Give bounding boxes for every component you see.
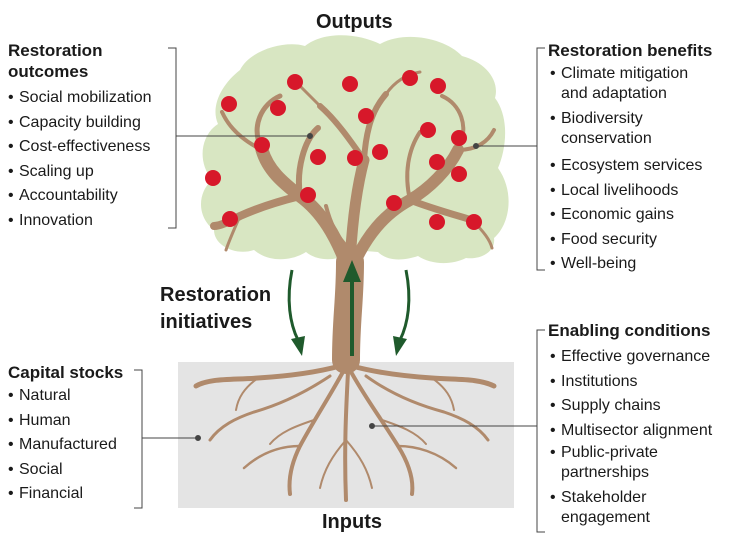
list-item: •Food security (550, 230, 658, 248)
list-item: •Accountability (8, 187, 118, 204)
list-item: •Supply chains (550, 397, 661, 414)
enabling-conditions-title: Enabling conditions (548, 321, 711, 340)
inputs-title: Inputs (322, 511, 382, 533)
list-item: •Natural (8, 387, 71, 404)
list-item: •Effective governance (550, 348, 711, 365)
red-fruit-icon (205, 70, 482, 230)
list-item: •Economic gains (550, 206, 674, 223)
list-item: •Social (8, 460, 63, 478)
outputs-title: Outputs (316, 11, 393, 33)
list-item: •Climate mitigation and adaptation (550, 65, 689, 102)
list-item: •Social mobilization (8, 89, 152, 106)
tree-roots (193, 363, 497, 502)
restoration-outcomes-title: Restoration outcomes (8, 41, 103, 81)
list-item: •Well-being (550, 255, 637, 272)
list-item: •Financial (8, 485, 84, 502)
list-item: •Human (8, 411, 71, 429)
green-up-arrow-icon (343, 260, 361, 356)
restoration-outcomes-list: •Social mobilization •Capacity building … (8, 86, 152, 233)
restoration-benefits-title: Restoration benefits (548, 41, 713, 60)
list-item: •Public-private partnerships (550, 444, 658, 481)
green-curved-down-arrow-icon (287, 269, 411, 356)
bracket-lines (134, 47, 545, 533)
list-item: •Scaling up (8, 162, 94, 180)
list-item: •Stakeholder engagement (550, 489, 650, 526)
list-item: •Biodiversity conservation (550, 110, 652, 147)
list-item: •Capacity building (8, 113, 141, 131)
list-item: •Institutions (550, 372, 638, 390)
list-item: •Ecosystem services (550, 157, 703, 174)
enabling-conditions-list: •Effective governance •Institutions •Sup… (550, 345, 712, 533)
restoration-benefits-list: •Climate mitigation and adaptation •Biod… (550, 64, 702, 277)
list-item: •Cost-effectiveness (8, 138, 151, 155)
list-item: •Local livelihoods (550, 181, 679, 199)
list-item: •Innovation (8, 211, 93, 229)
list-item: •Multisector alignment (550, 421, 713, 439)
restoration-initiatives-title: Restoration initiatives (160, 284, 272, 333)
capital-stocks-list: •Natural •Human •Manufactured •Social •F… (8, 384, 117, 507)
capital-stocks-title: Capital stocks (8, 363, 124, 382)
list-item: •Manufactured (8, 436, 117, 453)
